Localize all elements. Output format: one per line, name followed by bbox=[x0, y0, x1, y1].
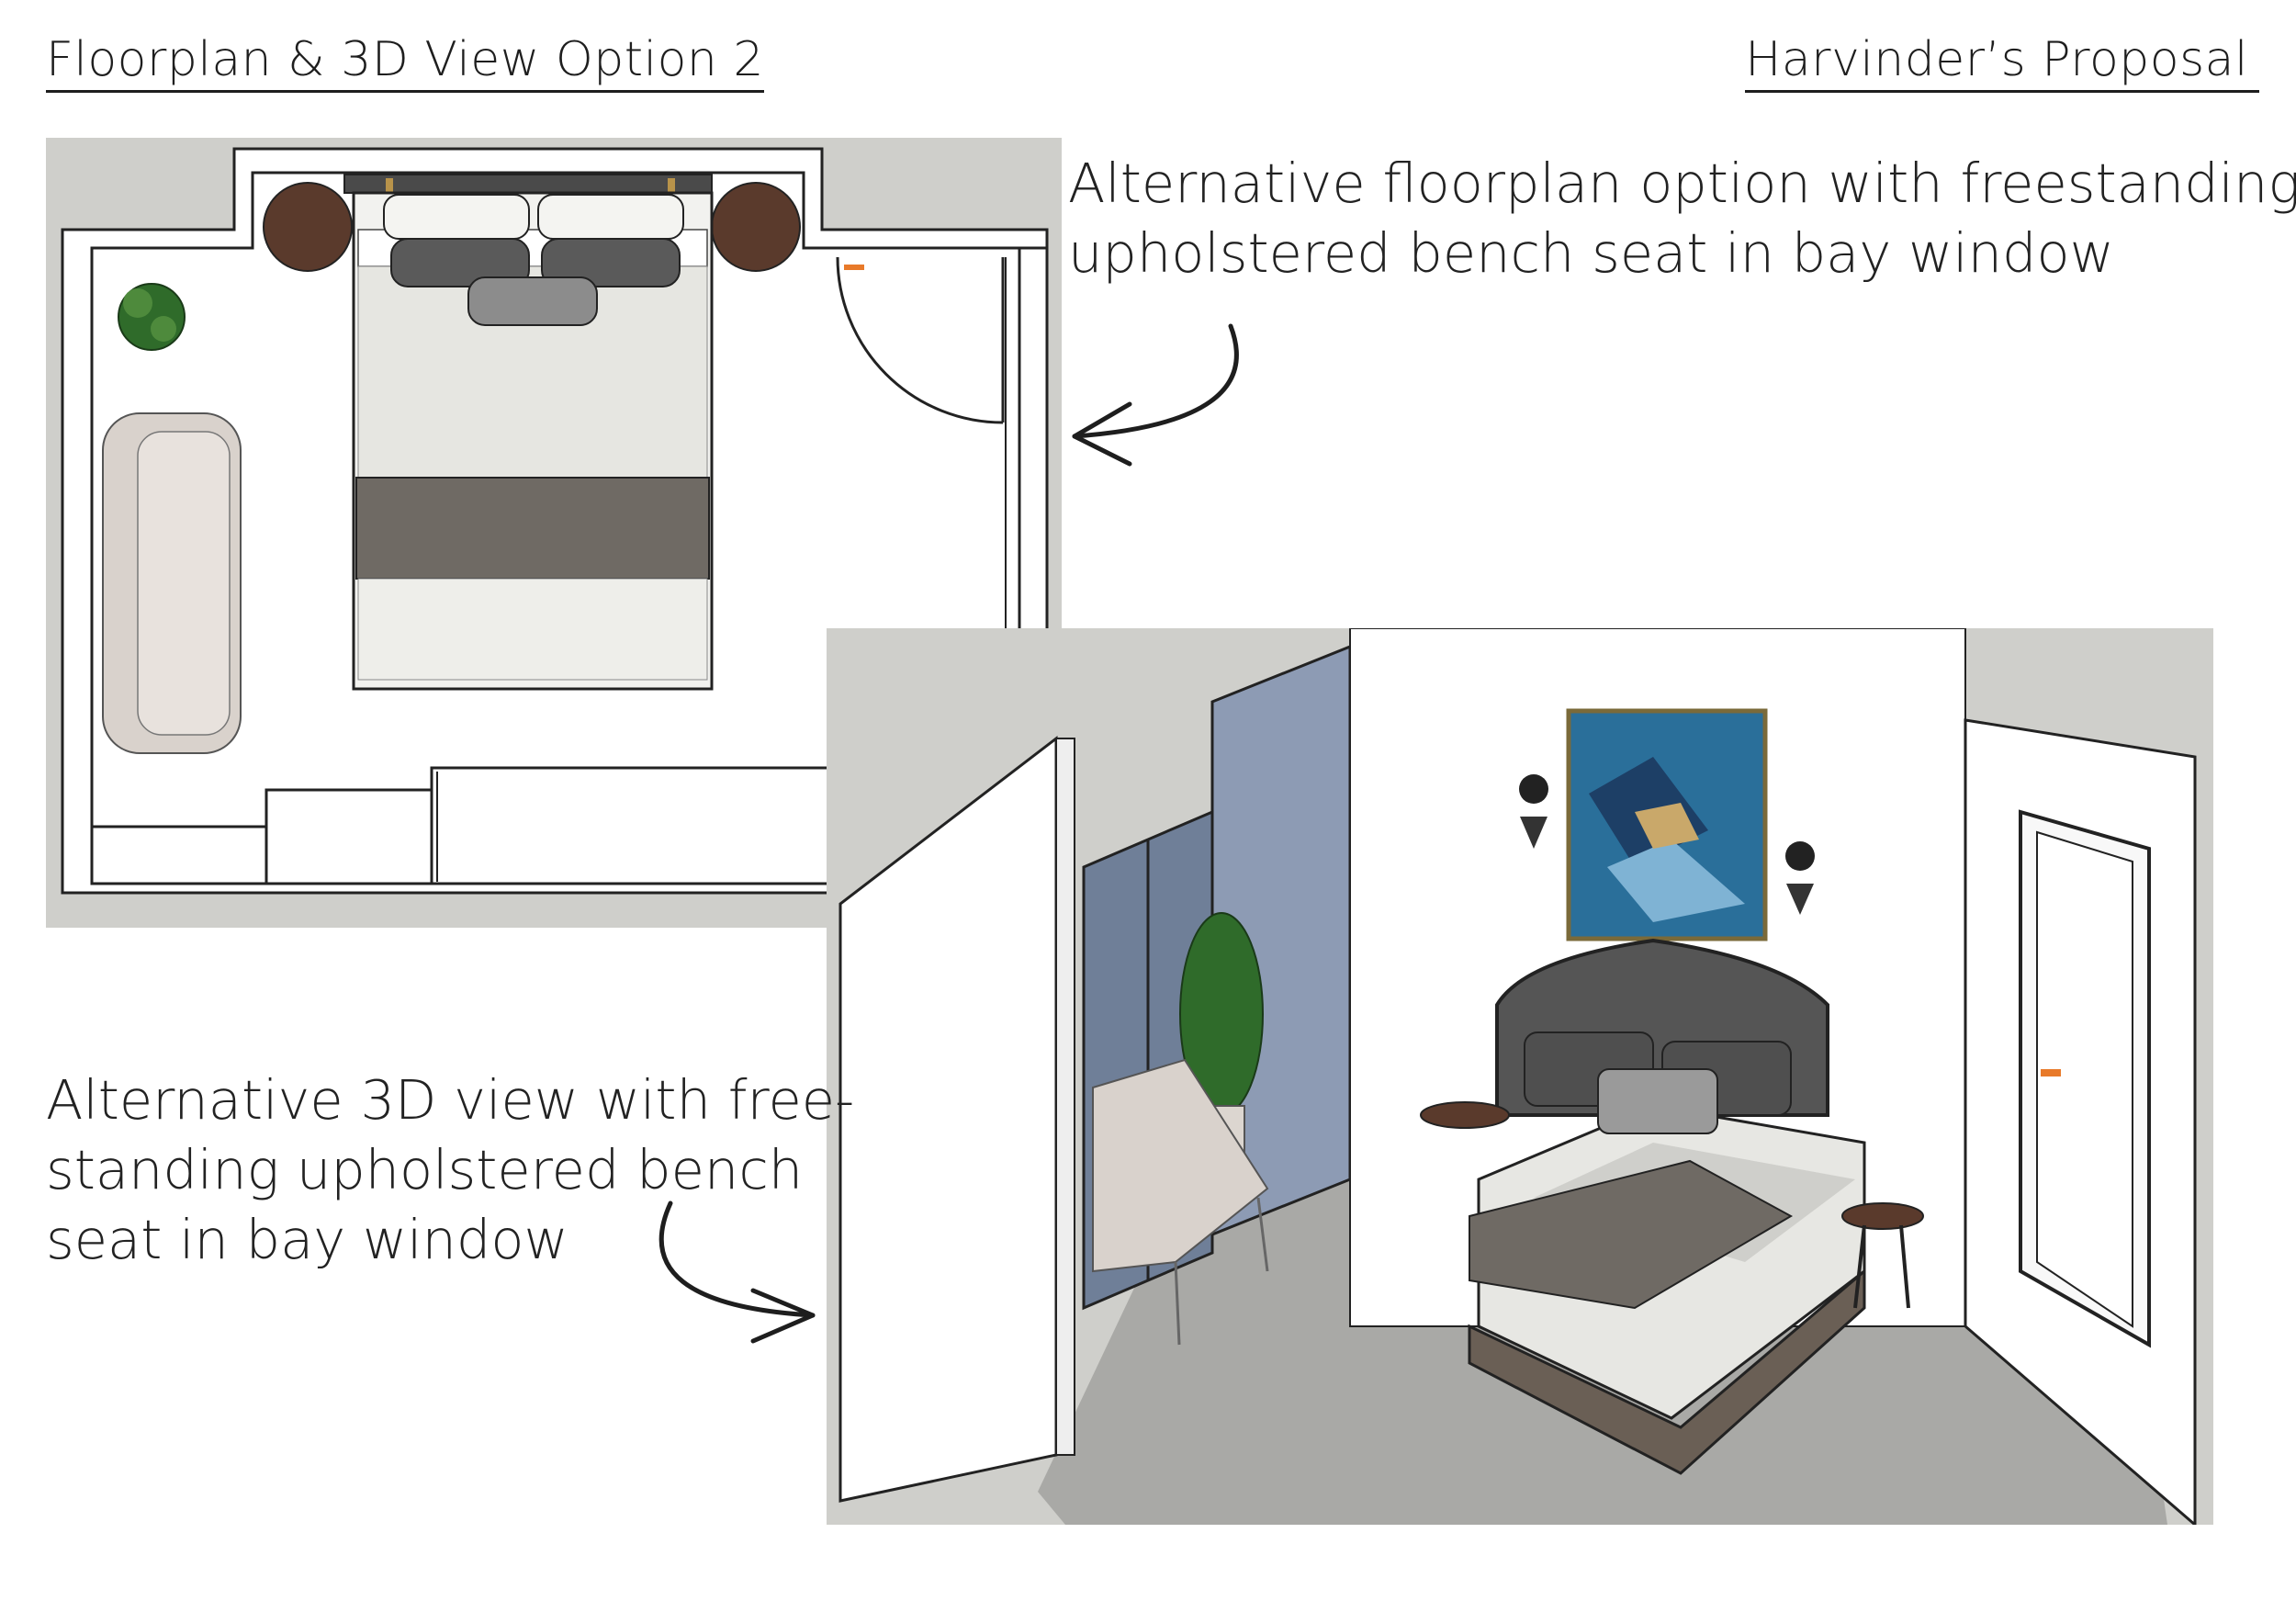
view3d-pointer-arrow bbox=[658, 1200, 816, 1344]
floorplan-caption-line-1: Alternative floorplan option with freest… bbox=[1068, 152, 2296, 215]
floorplan-drawing bbox=[46, 138, 1062, 928]
view3d-caption-line-3: seat in bay window bbox=[46, 1208, 568, 1271]
proposal-title: Harvinder’s Proposal bbox=[1745, 32, 2259, 93]
page-title: Floorplan & 3D View Option 2 bbox=[46, 32, 764, 93]
room-3d-view bbox=[827, 628, 2213, 1525]
floorplan-pointer-arrow bbox=[1072, 323, 1239, 467]
view3d-caption-line-2: standing upholstered bench bbox=[46, 1138, 804, 1201]
view3d-caption: Alternative 3D view with free- standing … bbox=[46, 1065, 855, 1275]
view3d-caption-line-1: Alternative 3D view with free- bbox=[46, 1068, 855, 1132]
floorplan-caption-line-2: upholstered bench seat in bay window bbox=[1068, 221, 2114, 285]
floorplan-caption: Alternative floorplan option with freest… bbox=[1068, 149, 2296, 288]
